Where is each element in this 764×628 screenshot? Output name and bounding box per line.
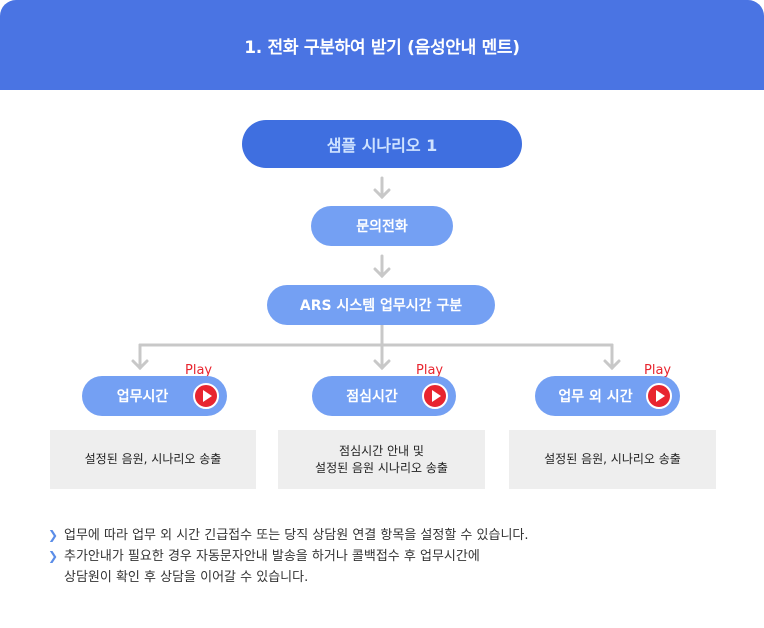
branch-label: 업무시간: [116, 389, 169, 405]
header-banner: 1. 전화 구분하여 받기 (음성안내 멘트): [0, 0, 764, 90]
note-line: 상담원이 확인 후 상담을 이어갈 수 있습니다.: [64, 570, 309, 585]
description-line: 설정된 음원, 시나리오 송출: [544, 452, 681, 466]
branch-label: 업무 외 시간: [558, 389, 633, 405]
ars-system-node: ARS 시스템 업무시간 구분: [267, 285, 495, 325]
notes-list: ❯ 업무에 따라 업무 외 시간 긴급접수 또는 당직 상담원 연결 항목을 설…: [48, 525, 529, 588]
branch-lunch-time: 점심시간: [312, 376, 456, 416]
arrow-head-center: [373, 359, 391, 371]
arrow-head-left: [131, 359, 149, 371]
play-icon[interactable]: [646, 383, 672, 409]
play-label-after-hours: Play: [644, 363, 672, 378]
arrow-head-1: [373, 188, 391, 200]
note-line: 추가안내가 필요한 경우 자동문자안내 발송을 하거나 콜백접수 후 업무시간에: [64, 549, 480, 564]
note-line: 업무에 따라 업무 외 시간 긴급접수 또는 당직 상담원 연결 항목을 설정할…: [64, 528, 529, 543]
note-item: ❯ 추가안내가 필요한 경우 자동문자안내 발송을 하거나 콜백접수 후 업무시…: [48, 546, 529, 588]
header-title: 1. 전화 구분하여 받기 (음성안내 멘트): [244, 37, 520, 58]
branch-work-hours: 업무시간: [82, 376, 227, 416]
chevron-right-icon: ❯: [48, 549, 59, 563]
arrow-head-right: [603, 359, 621, 371]
play-icon[interactable]: [422, 383, 448, 409]
inquiry-call-node: 문의전화: [311, 206, 453, 246]
note-item: ❯ 업무에 따라 업무 외 시간 긴급접수 또는 당직 상담원 연결 항목을 설…: [48, 525, 529, 546]
branch-after-hours: 업무 외 시간: [535, 376, 680, 416]
play-label-lunch: Play: [416, 363, 444, 378]
description-line: 설정된 음원 시나리오 송출: [315, 460, 448, 475]
description-box-after-hours: 설정된 음원, 시나리오 송출: [509, 430, 716, 489]
description-box-work-hours: 설정된 음원, 시나리오 송출: [50, 430, 256, 489]
chevron-right-icon: ❯: [48, 528, 59, 542]
description-line: 점심시간 안내 및: [339, 443, 424, 458]
description-line: 설정된 음원, 시나리오 송출: [84, 452, 222, 466]
scenario-node: 샘플 시나리오 1: [242, 120, 522, 168]
description-box-lunch: 점심시간 안내 및 설정된 음원 시나리오 송출: [278, 430, 485, 489]
arrow-head-2: [373, 267, 391, 279]
play-label-work-hours: Play: [185, 363, 213, 378]
branch-label: 점심시간: [346, 389, 398, 405]
play-icon[interactable]: [193, 383, 219, 409]
